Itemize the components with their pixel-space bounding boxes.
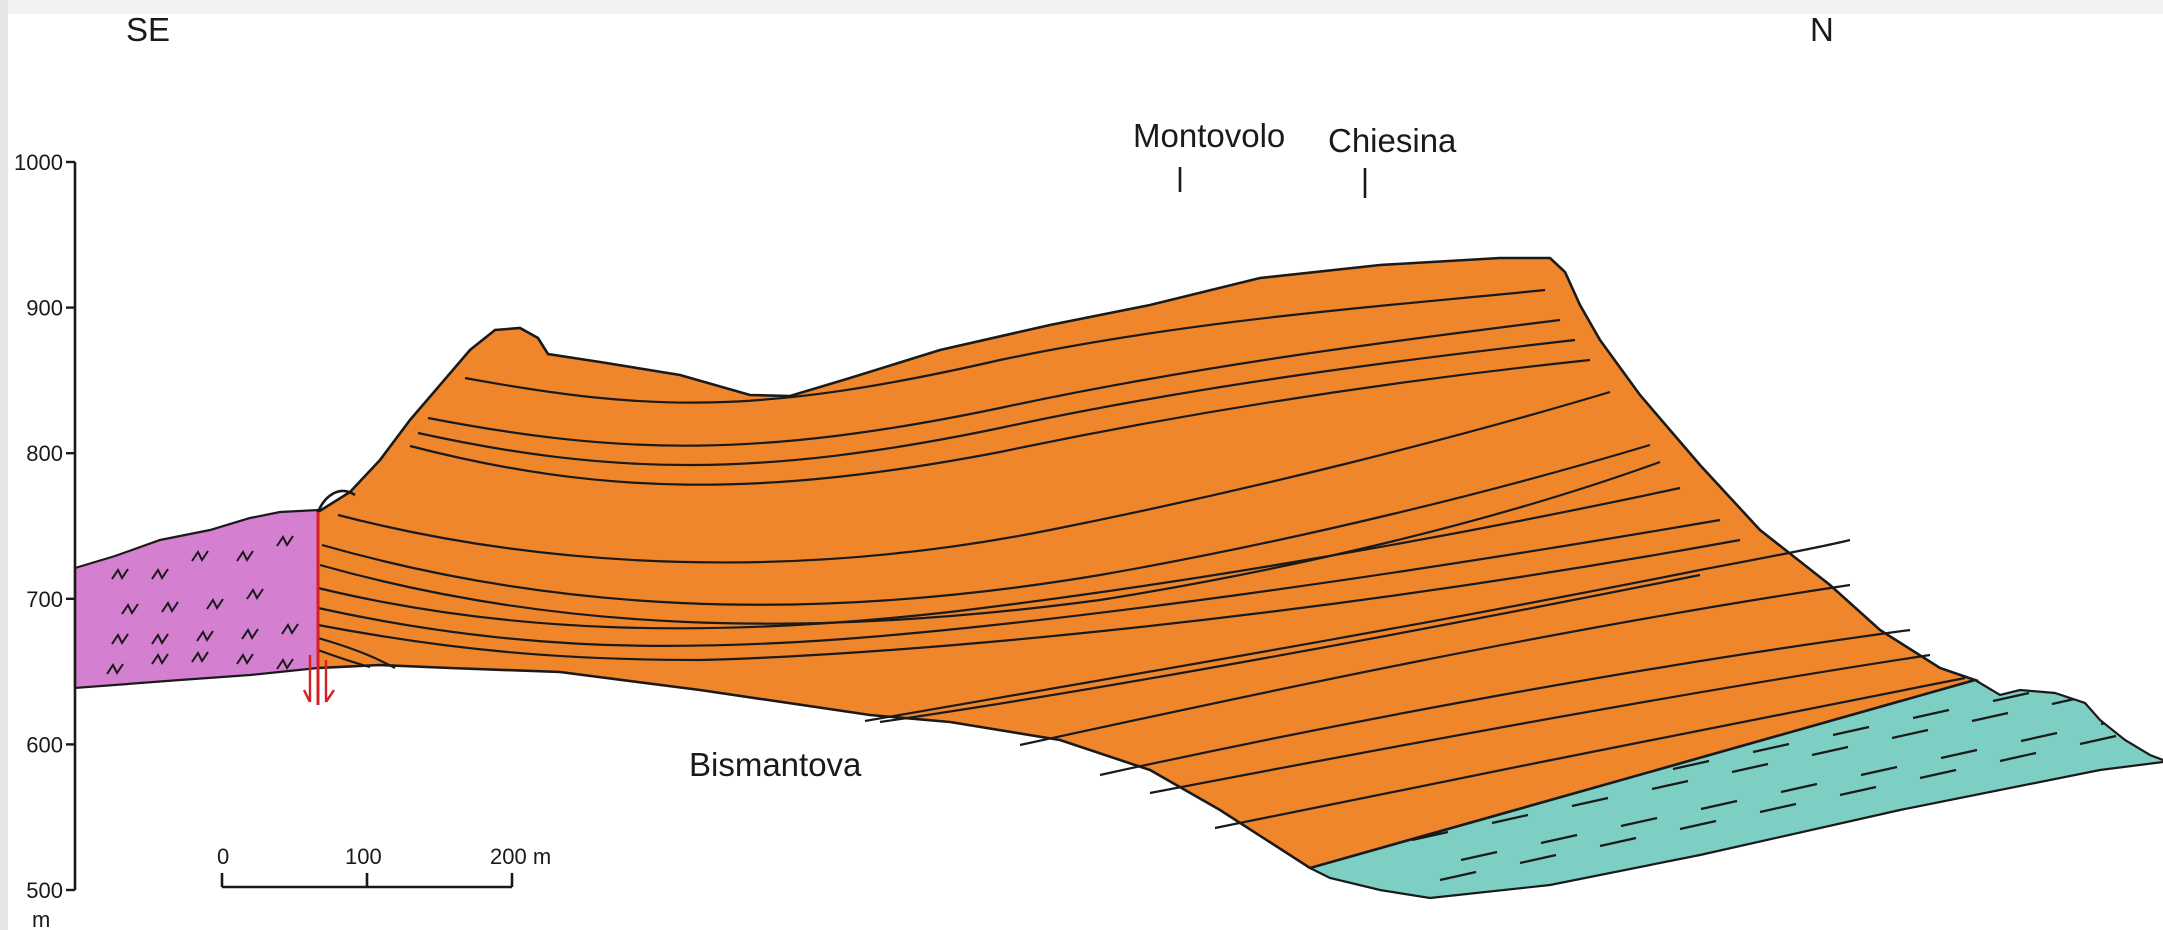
place-label-montovolo: Montovolo <box>1133 117 1285 154</box>
shale-dash <box>2017 596 2053 604</box>
shale-dash <box>2045 636 2081 644</box>
shale-dash <box>2073 676 2109 684</box>
axis-tick-label: 900 <box>26 296 63 321</box>
axis-tick-label: 700 <box>26 587 63 612</box>
shale-dash <box>1996 616 2032 624</box>
elevation-axis: 1000 900 800 700 600 500 m <box>14 150 75 930</box>
shale-dash <box>1968 576 2004 584</box>
shale-dash <box>2024 656 2060 664</box>
place-label-bismantova: Bismantova <box>689 746 862 783</box>
scale-bar: 0 100 200 m <box>217 844 551 887</box>
axis-unit-label: m <box>32 907 50 930</box>
shale-dash <box>1916 633 1952 641</box>
shale-dash <box>2101 716 2137 724</box>
orientation-left-label: SE <box>126 11 170 48</box>
shale-dash <box>1937 613 1973 621</box>
top-margin <box>0 0 2163 14</box>
axis-tick-label: 600 <box>26 732 63 757</box>
shale-dash <box>1965 653 2001 661</box>
shale-dash <box>1888 593 1924 601</box>
left-margin <box>0 0 8 930</box>
place-label-chiesina: Chiesina <box>1328 122 1457 159</box>
orientation-right-label: N <box>1810 11 1834 48</box>
scale-label-0: 0 <box>217 844 229 869</box>
axis-tick-label: 1000 <box>14 150 63 175</box>
axis-tick-label: 500 <box>26 878 63 903</box>
axis-tick-label: 800 <box>26 441 63 466</box>
scale-label-200: 200 m <box>490 844 551 869</box>
scale-label-100: 100 <box>345 844 382 869</box>
